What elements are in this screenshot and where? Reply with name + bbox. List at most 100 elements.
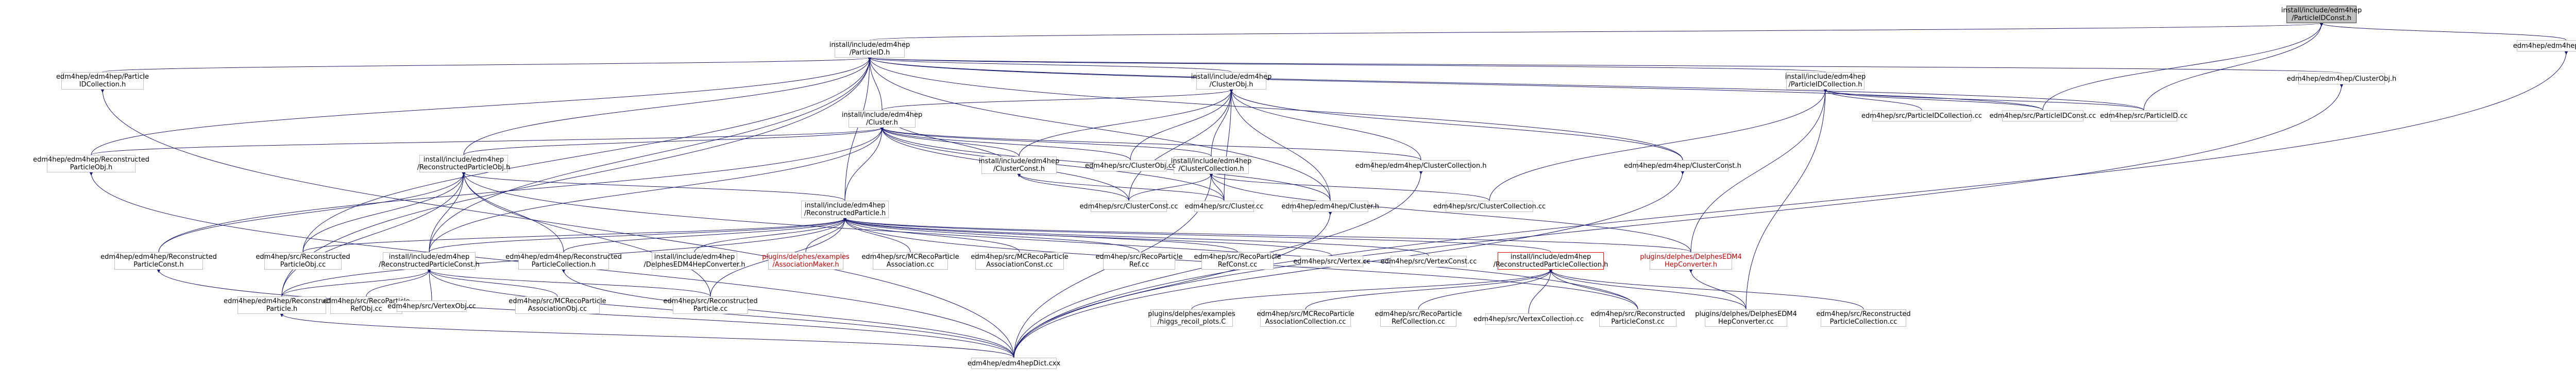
node-cluster-h[interactable]: install/include/edm4hep /Cluster.h xyxy=(841,110,923,128)
node-clusterconst-cc[interactable]: edm4hep/src/ClusterConst.cc xyxy=(1079,201,1178,212)
edge-pidcoll_h-clustercoll_cc xyxy=(1489,89,1827,201)
node-recoparticlerefobj-cc[interactable]: edm4hep/src/RecoParticle RefObj.cc xyxy=(323,296,410,314)
node-reconstructedparticleconst-cc[interactable]: edm4hep/src/Reconstructed ParticleConst.… xyxy=(1590,309,1685,327)
node-mcrecoparticleassociationobj-cc[interactable]: edm4hep/src/MCRecoParticle AssociationOb… xyxy=(509,296,606,314)
node-delphesedm4hepconverter-h[interactable]: install/include/edm4hep /DelphesEDM4HepC… xyxy=(643,252,745,270)
edge-pidcoll_h-pid_cc xyxy=(1823,89,2144,111)
node-edm4hep-cluster-h[interactable]: edm4hep/edm4hep/Cluster.h xyxy=(1281,201,1379,212)
edge-rp_inc-delphes_conv xyxy=(694,218,847,253)
edge-root-pid_h xyxy=(869,22,2324,41)
node-mcrecoparticleassociationcollection-cc[interactable]: edm4hep/src/MCRecoParticle AssociationCo… xyxy=(1257,309,1354,327)
edge-ee_rp_h-dict xyxy=(280,313,1014,358)
edge-cluster_obj_h-ee_clusterconst xyxy=(1229,89,1683,161)
edge-pid_h-pid_cc xyxy=(868,57,2144,111)
edge-rpconst_inc-vertexobj_cc xyxy=(427,269,432,301)
node-associationmaker-h[interactable]: plugins/delphes/examples /AssociationMak… xyxy=(762,252,850,270)
node-edm4hep-reconstructedparticlecollection-h[interactable]: edm4hep/edm4hep/Reconstructed ParticleCo… xyxy=(505,252,622,270)
edge-pid_h-rp_inc xyxy=(844,57,872,201)
node-recoparticleref-cc[interactable]: edm4hep/src/RecoParticle Ref.cc xyxy=(1095,252,1183,270)
node-vertexobj-cc[interactable]: edm4hep/src/VertexObj.cc xyxy=(387,301,476,312)
edge-pid_h-ee_rp_h xyxy=(281,57,872,297)
node-higgs-recoil-plots-c[interactable]: plugins/delphes/examples /higgs_recoil_p… xyxy=(1148,309,1235,327)
edge-clustercoll_h-cluster_cc xyxy=(1209,173,1225,201)
node-particleid-cc[interactable]: edm4hep/src/ParticleID.cc xyxy=(2100,110,2188,121)
node-clusterobj-cc[interactable]: edm4hep/src/ClusterObj.cc xyxy=(1085,160,1176,171)
node-edm4hepdict-cxx[interactable]: edm4hep/edm4hepDict.cxx xyxy=(968,358,1060,369)
node-edm4hep-particleidcollection-h[interactable]: edm4hep/edm4hep/Particle IDCollection.h xyxy=(56,72,149,90)
node-vertexcollection-cc[interactable]: edm4hep/src/VertexCollection.cc xyxy=(1473,313,1584,325)
edge-pid_h-pidcoll_h xyxy=(868,57,1826,73)
edge-rpobj_inc-rp_inc xyxy=(462,172,845,201)
edge-clustercoll_h-delphes_conv2 xyxy=(1209,173,1691,253)
edge-clusterobj_h2-dict xyxy=(1013,84,2344,358)
edge-ee_cluster_h-dict xyxy=(1013,212,1332,358)
edge-rp_inc-vertex_cc xyxy=(843,218,1332,256)
node-edm4hep-clusterobj-h[interactable]: edm4hep/edm4hep/ClusterObj.h xyxy=(2287,73,2396,84)
node-edm4hep-reconstructedparticleobj-h[interactable]: edm4hep/edm4hep/Reconstructed ParticleOb… xyxy=(33,155,149,172)
edge-rpobj_inc-rpconst_cc xyxy=(462,172,1638,310)
node-recoparticlerefcollection-cc[interactable]: edm4hep/src/RecoParticle RefCollection.c… xyxy=(1375,309,1462,327)
edge-cluster_h-ee_rpconst xyxy=(158,127,884,253)
edge-rp_inc-vertexconst_cc xyxy=(843,218,1429,256)
edge-cluster_obj_h-ee_cluster_h xyxy=(1229,89,1331,201)
node-mcrecoparticleassociationconst-cc[interactable]: edm4hep/src/MCRecoParticle AssociationCo… xyxy=(971,252,1069,270)
node-root-particleidconst[interactable]: install/include/edm4hep /ParticleIDConst… xyxy=(2281,6,2362,23)
node-cluster-cc[interactable]: edm4hep/src/Cluster.cc xyxy=(1185,201,1263,212)
edge-rpconst_inc-mcrpaobj_cc xyxy=(427,269,558,297)
edge-pid_h-pidconst_cc xyxy=(868,57,2043,111)
edge-pid_h-cluster_obj_h xyxy=(868,57,1232,73)
node-reconstructedparticle-cc[interactable]: edm4hep/src/Reconstructed Particle.cc xyxy=(663,296,758,314)
node-particleidcollection-h[interactable]: install/include/edm4hep /ParticleIDColle… xyxy=(1785,72,1866,90)
edge-cluster_h-clusterobj_cc xyxy=(880,127,1131,161)
node-clusterconst-h[interactable]: install/include/edm4hep /ClusterConst.h xyxy=(978,156,1060,174)
edge-pidcoll_h-pidconst_cc xyxy=(1823,89,2043,111)
node-edm4hep-reconstructedparticle-h[interactable]: edm4hep/edm4hep/Reconstructed Particle.h xyxy=(224,296,340,314)
node-particleidconst-cc[interactable]: edm4hep/src/ParticleIDConst.cc xyxy=(1990,110,2096,121)
node-vertexconst-cc[interactable]: edm4hep/src/VertexConst.cc xyxy=(1381,256,1477,267)
edge-pid_h-rpobj_cc xyxy=(302,57,872,253)
edge-root-pidconst_cc xyxy=(2042,23,2324,111)
node-particleid-h[interactable]: install/include/edm4hep /ParticleID.h xyxy=(829,40,910,58)
edge-pid_h-rpobj_inc xyxy=(463,57,872,155)
node-clustercollection-h[interactable]: install/include/edm4hep /ClusterCollecti… xyxy=(1171,156,1252,174)
node-recoparticlerefconst-cc[interactable]: edm4hep/src/RecoParticle RefConst.cc xyxy=(1194,252,1281,270)
node-reconstructedparticlecollection-h[interactable]: install/include/edm4hep /ReconstructedPa… xyxy=(1493,252,1608,270)
node-edm4hep-clustercollection-h[interactable]: edm4hep/edm4hep/ClusterCollection.h xyxy=(1355,160,1486,171)
node-plugin-delphesedm4hepconverter-h[interactable]: plugins/delphes/DelphesEDM4 HepConverter… xyxy=(1640,252,1742,270)
edge-rpconst_inc-rp_cc xyxy=(427,269,711,297)
node-clusterobj-h[interactable]: install/include/edm4hep /ClusterObj.h xyxy=(1191,72,1272,90)
edge-rpcoll_inc-rpconst_cc xyxy=(1549,269,1638,310)
node-reconstructedparticle-h[interactable]: install/include/edm4hep /ReconstructedPa… xyxy=(801,201,889,218)
edge-pidcoll_h-pidcoll_cc xyxy=(1823,89,1922,111)
node-reconstructedparticleobj-cc[interactable]: edm4hep/src/Reconstructed ParticleObj.cc xyxy=(256,252,350,270)
edge-rp_inc-read_examples xyxy=(805,218,847,253)
edge-root-pid_cc xyxy=(2143,23,2324,111)
edge-cluster_obj_h-clusterobj_cc xyxy=(1130,89,1233,161)
edge-rpcoll_inc-mcrpacoll_cc xyxy=(1305,269,1553,310)
node-reconstructedparticlecollection-cc[interactable]: edm4hep/src/Reconstructed ParticleCollec… xyxy=(1816,309,1911,327)
node-reconstructedparticleobj-h[interactable]: install/include/edm4hep /ReconstructedPa… xyxy=(417,155,511,172)
node-delphesedm4hepconverter-cc[interactable]: plugins/delphes/DelphesEDM4 HepConverter… xyxy=(1695,309,1797,327)
edge-pid_h-clusterobj_h2 xyxy=(868,57,2342,74)
edge-cluster_h-clustercoll_h xyxy=(880,127,1212,157)
node-edm4hep-particleid-h[interactable]: edm4hep/edm4hep/ParticleID.h xyxy=(2513,40,2576,51)
node-particleidcollection-cc[interactable]: edm4hep/src/ParticleIDCollection.cc xyxy=(1861,110,1982,121)
node-edm4hep-reconstructedparticleconst-h[interactable]: edm4hep/edm4hep/Reconstructed ParticleCo… xyxy=(100,252,217,270)
edge-rpcoll_inc-delphes_conv_cc xyxy=(1549,269,1747,310)
edge-cluster_h-rpobj_inc xyxy=(463,127,884,155)
node-mcrecoparticleassociation-cc[interactable]: edm4hep/src/MCRecoParticle Association.c… xyxy=(861,252,959,270)
node-vertex-cc[interactable]: edm4hep/src/Vertex.cc xyxy=(1293,256,1370,267)
edge-rpobj_inc-ee_rp_h xyxy=(281,172,466,297)
edge-cluster_h-ee_clustercoll xyxy=(880,127,1421,161)
edge-pidcoll_h-delphes_conv_cc xyxy=(1745,89,1827,310)
node-clustercollection-cc[interactable]: edm4hep/src/ClusterCollection.cc xyxy=(1433,201,1546,212)
edge-rp_inc-rpref_cc xyxy=(843,218,1140,253)
edge-cluster_h-rp_obj_h xyxy=(91,127,884,155)
node-edm4hep-clusterconst-h[interactable]: edm4hep/edm4hep/ClusterConst.h xyxy=(1624,160,1741,171)
edge-rp_inc-ee_rpcoll xyxy=(563,218,847,253)
edge-pidcoll_h-delphes_conv2 xyxy=(1690,89,1827,253)
edge-rp_inc-rpconst_inc xyxy=(429,218,847,253)
edge-clustercoll_h-clustercoll_cc xyxy=(1209,173,1490,201)
edge-rpcoll_inc-rprefcoll_cc xyxy=(1418,269,1553,310)
node-reconstructedparticleconst-h[interactable]: install/include/edm4hep /ReconstructedPa… xyxy=(379,252,480,270)
